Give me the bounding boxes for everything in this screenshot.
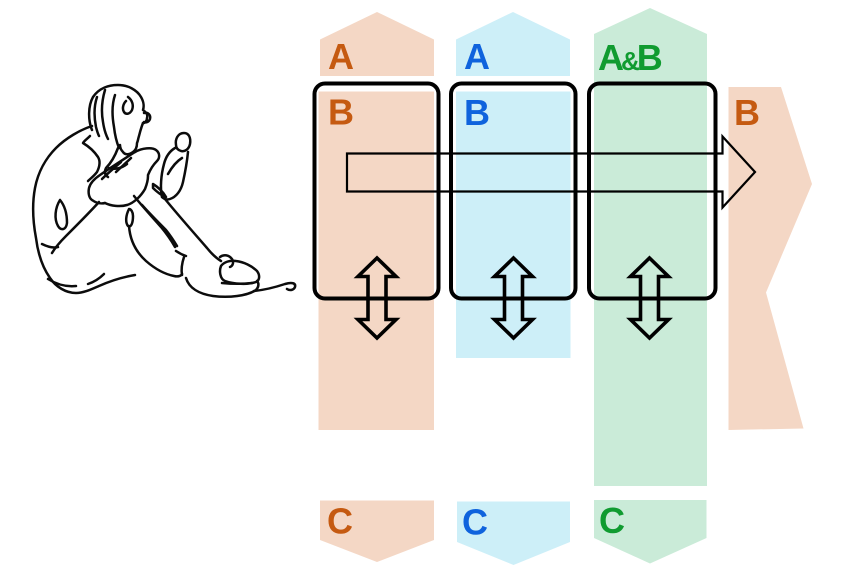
svg-text:B: B	[734, 92, 760, 133]
svg-text:A: A	[464, 36, 490, 77]
svg-text:C: C	[327, 501, 353, 542]
svg-text:B: B	[464, 92, 490, 133]
svg-text:C: C	[462, 502, 488, 543]
svg-text:A: A	[328, 36, 354, 77]
svg-text:C: C	[599, 500, 625, 541]
svg-text:B: B	[328, 92, 354, 133]
